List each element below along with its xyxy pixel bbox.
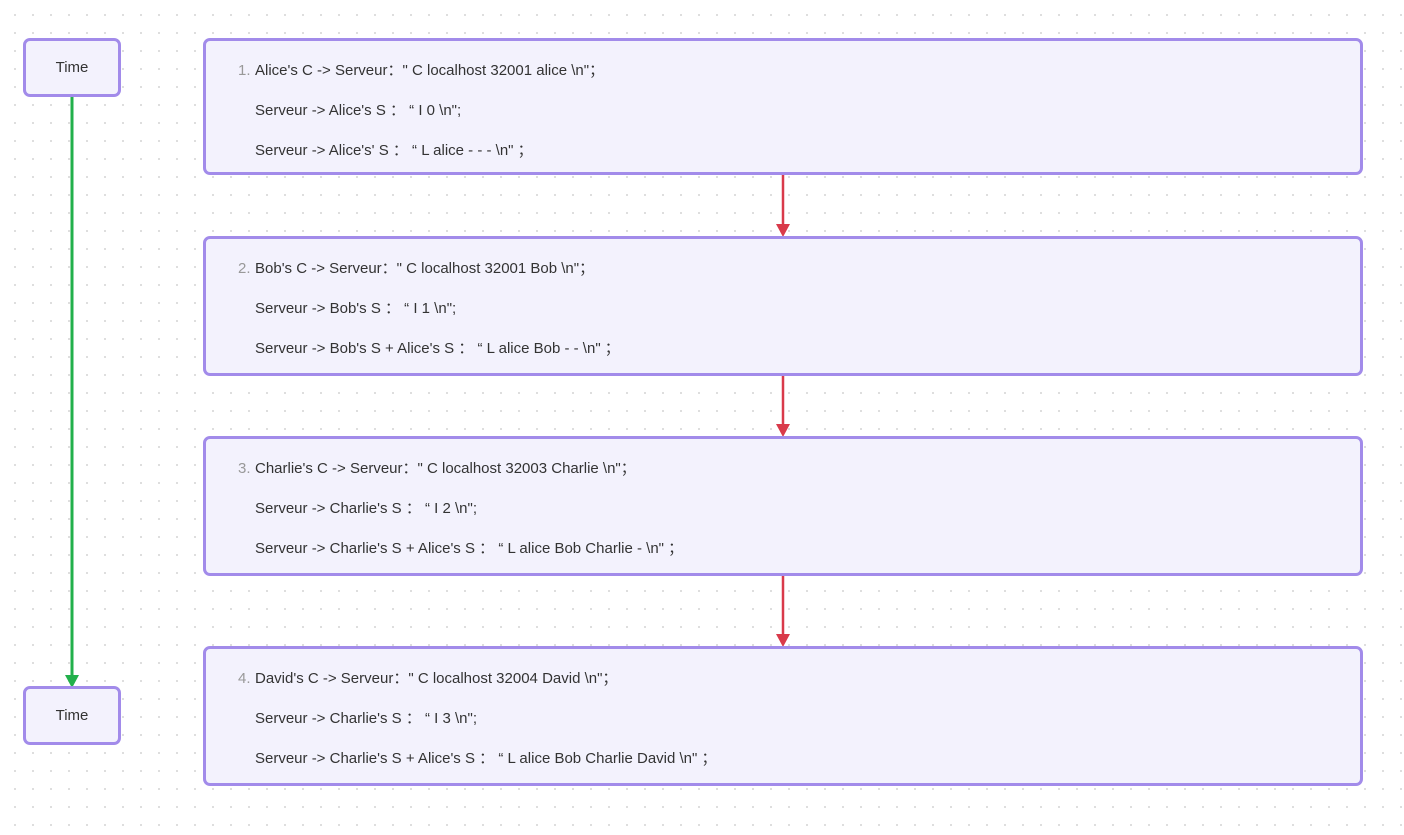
time-node-bottom[interactable]: Time xyxy=(23,686,121,745)
step-line-list-broadcast: Serveur -> Alice's' S ： “ L alice - - - … xyxy=(255,142,533,159)
time-label-top: Time xyxy=(55,59,89,76)
step-node-3[interactable]: 3. Charlie's C -> Serveur：" C localhost … xyxy=(203,436,1363,576)
step-number: 3. xyxy=(238,460,251,477)
step-node-4[interactable]: 4. David's C -> Serveur：" C localhost 32… xyxy=(203,646,1363,786)
timeline-arrow xyxy=(65,97,79,688)
step-node-2[interactable]: 2. Bob's C -> Serveur：" C localhost 3200… xyxy=(203,236,1363,376)
step-arrow-1-2 xyxy=(776,175,790,237)
step-line-list-broadcast: Serveur -> Bob's S + Alice's S ： “ L ali… xyxy=(255,340,620,357)
step-line-id-assign: Serveur -> Charlie's S ： “ I 3 \n"; xyxy=(255,710,478,727)
step-number: 4. xyxy=(238,670,251,687)
time-label-bottom: Time xyxy=(55,707,89,724)
step-node-1[interactable]: 1. Alice's C -> Serveur：" C localhost 32… xyxy=(203,38,1363,175)
step-line-client-connect: David's C -> Serveur：" C localhost 32004… xyxy=(255,670,618,687)
step-line-id-assign: Serveur -> Bob's S ： “ I 1 \n"; xyxy=(255,300,457,317)
step-line-list-broadcast: Serveur -> Charlie's S + Alice's S ： “ L… xyxy=(255,750,717,767)
step-line-client-connect: Bob's C -> Serveur：" C localhost 32001 B… xyxy=(255,260,595,277)
step-arrow-2-3 xyxy=(776,376,790,437)
step-arrow-3-4 xyxy=(776,576,790,647)
step-line-id-assign: Serveur -> Alice's S ： “ I 0 \n"; xyxy=(255,102,462,119)
step-number: 2. xyxy=(238,260,251,277)
time-node-top[interactable]: Time xyxy=(23,38,121,97)
step-number: 1. xyxy=(238,62,251,79)
step-line-client-connect: Alice's C -> Serveur：" C localhost 32001… xyxy=(255,62,605,79)
step-line-id-assign: Serveur -> Charlie's S ： “ I 2 \n"; xyxy=(255,500,478,517)
step-line-list-broadcast: Serveur -> Charlie's S + Alice's S ： “ L… xyxy=(255,540,684,557)
step-line-client-connect: Charlie's C -> Serveur：" C localhost 320… xyxy=(255,460,636,477)
